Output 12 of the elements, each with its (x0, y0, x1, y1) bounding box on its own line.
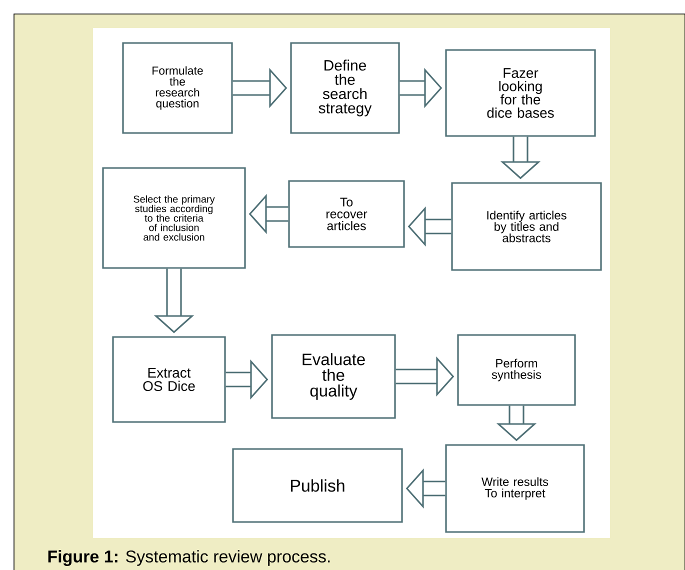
process-box: Identify articles by titles and abstracts (451, 182, 602, 271)
process-box: To recover articles (288, 180, 405, 248)
process-box: Write results To interpret (445, 444, 585, 533)
process-box: Perform synthesis (457, 334, 576, 406)
process-box: Define the search strategy (290, 42, 400, 134)
process-box: Formulate the research question (122, 42, 233, 134)
process-box: Fazer looking for the dice bases (445, 49, 596, 137)
process-box: Select the primary studies according to the criteria of inclusion and exclusion (102, 167, 246, 269)
process-box: Evaluate the quality (271, 334, 396, 419)
caption: Figure 1: Systematic review process. (48, 550, 330, 566)
process-box: Extract OS Dice (112, 336, 226, 423)
process-box: Publish (232, 448, 403, 523)
